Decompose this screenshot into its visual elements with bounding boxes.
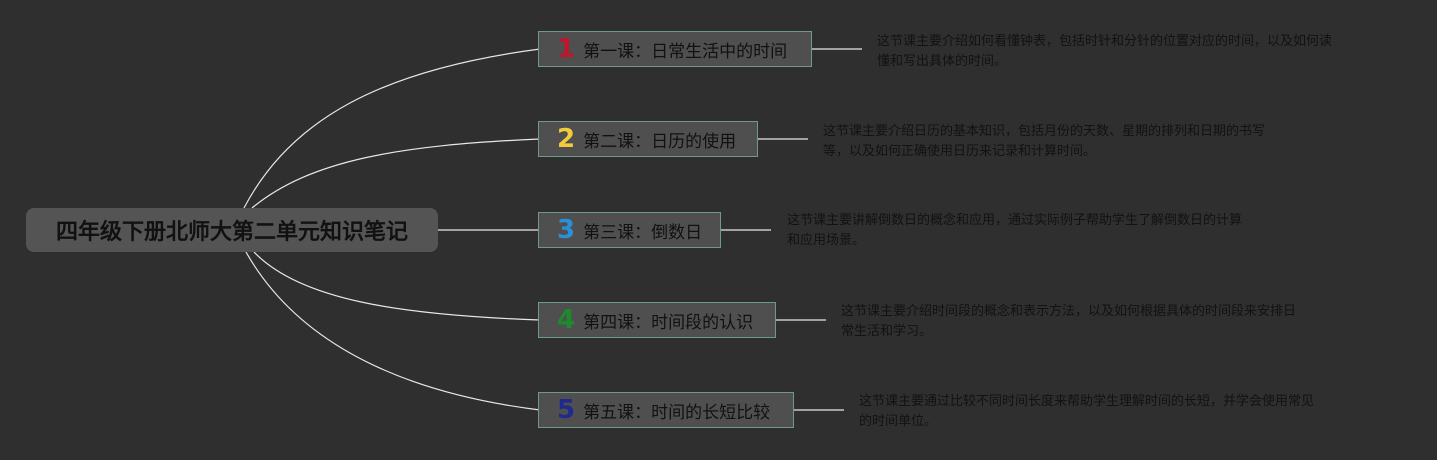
lesson-3-desc-line-2: 和应用场景。 [787,233,866,248]
lesson-3-desc-line-1: 这节课主要讲解倒数日的概念和应用，通过实际例子帮助学生了解倒数日的计算 [787,213,1243,228]
lesson-4-title: 第四课：时间段的认识 [583,312,754,333]
lesson-3-number: 3 [557,215,576,245]
lesson-5-title: 第五课：时间的长短比较 [583,402,771,423]
lesson-2-desc-line-1: 这节课主要介绍日历的基本知识，包括月份的天数、星期的排列和日期的书写 [823,124,1266,139]
lesson-2-description: 这节课主要介绍日历的基本知识，包括月份的天数、星期的排列和日期的书写 等，以及如… [823,122,1265,162]
lesson-2-title: 第二课：日历的使用 [583,131,737,152]
central-topic-label: 四年级下册北师大第二单元知识笔记 [55,220,408,245]
lesson-3-title: 第三课：倒数日 [583,222,703,243]
branch-curve-5 [245,251,541,411]
lesson-3-description: 这节课主要讲解倒数日的概念和应用，通过实际例子帮助学生了解倒数日的计算 和应用场… [787,211,1242,251]
lesson-1-desc-line-2: 懂和写出具体的时间。 [877,54,1008,69]
lesson-2-desc-line-2: 等，以及如何正确使用日历来记录和计算时间。 [823,144,1097,159]
lesson-1-title: 第一课：日常生活中的时间 [583,41,788,62]
lesson-1-description: 这节课主要介绍如何看懂钟表，包括时针和分针的位置对应的时间，以及如何读 懂和写出… [877,32,1332,72]
lesson-5-number: 5 [557,395,576,425]
lesson-2-number: 2 [557,124,576,154]
lesson-5-node[interactable]: 5 第五课：时间的长短比较 [538,392,794,428]
lesson-5-description: 这节课主要通过比较不同时间长度来帮助学生理解时间的长短，并学会使用常见 的时间单… [859,392,1314,432]
lesson-4-description: 这节课主要介绍时间段的概念和表示方法，以及如何根据具体的时间段来安排日 常生活和… [841,302,1296,342]
lesson-1-number: 1 [557,34,576,64]
lesson-1-node[interactable]: 1 第一课：日常生活中的时间 [538,31,812,67]
branch-curve-4 [253,251,541,321]
lesson-5-desc-line-2: 的时间单位。 [859,414,938,429]
branch-curve-2 [251,138,541,209]
lesson-3-node[interactable]: 3 第三课：倒数日 [538,212,721,248]
lesson-1-desc-line-1: 这节课主要介绍如何看懂钟表，包括时针和分针的位置对应的时间，以及如何读 [877,34,1333,49]
lesson-5-desc-line-1: 这节课主要通过比较不同时间长度来帮助学生理解时间的长短，并学会使用常见 [859,394,1315,409]
lesson-4-desc-line-1: 这节课主要介绍时间段的概念和表示方法，以及如何根据具体的时间段来安排日 [841,304,1297,319]
lesson-4-node[interactable]: 4 第四课：时间段的认识 [538,302,776,338]
central-topic[interactable]: 四年级下册北师大第二单元知识笔记 [26,208,438,252]
lesson-4-desc-line-2: 常生活和学习。 [841,324,933,339]
lesson-4-number: 4 [557,305,576,335]
branch-curve-1 [243,48,541,209]
lesson-2-node[interactable]: 2 第二课：日历的使用 [538,121,758,157]
